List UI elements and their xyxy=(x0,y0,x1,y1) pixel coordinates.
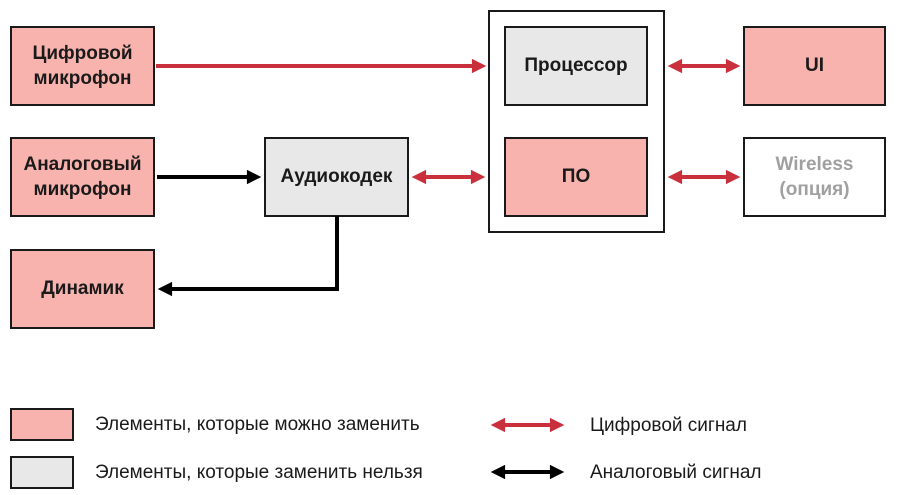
node-speaker-label: Динамик xyxy=(41,278,124,300)
legend-swatch-non-replaceable xyxy=(10,456,74,489)
node-analog-mic: Аналоговый микрофон xyxy=(10,137,155,217)
node-ui-label: UI xyxy=(805,55,824,77)
node-wireless-label: Wireless (опция) xyxy=(775,153,854,200)
node-ui: UI xyxy=(743,26,886,106)
arrow-audio-codec-to-speaker xyxy=(157,216,339,297)
legend-analog-label: Аналоговый сигнал xyxy=(590,461,762,483)
node-digital-mic-label: Цифровой микрофон xyxy=(32,42,133,89)
legend-digital-label: Цифровой сигнал xyxy=(590,414,747,436)
node-analog-mic-label: Аналоговый микрофон xyxy=(23,153,142,200)
legend-replaceable-label: Элементы, которые можно заменить xyxy=(95,413,420,435)
node-wireless: Wireless (опция) xyxy=(743,137,886,217)
legend-swatch-replaceable xyxy=(10,408,74,441)
node-processor-label: Процессор xyxy=(524,55,628,77)
node-software: ПО xyxy=(504,137,648,217)
node-processor: Процессор xyxy=(504,26,648,106)
node-audio-codec: Аудиокодек xyxy=(264,137,409,217)
node-speaker: Динамик xyxy=(10,249,155,329)
node-software-label: ПО xyxy=(561,166,591,188)
legend-non-replaceable-label: Элементы, которые заменить нельзя xyxy=(95,461,423,483)
node-digital-mic: Цифровой микрофон xyxy=(10,26,155,106)
node-audio-codec-label: Аудиокодек xyxy=(280,166,393,188)
